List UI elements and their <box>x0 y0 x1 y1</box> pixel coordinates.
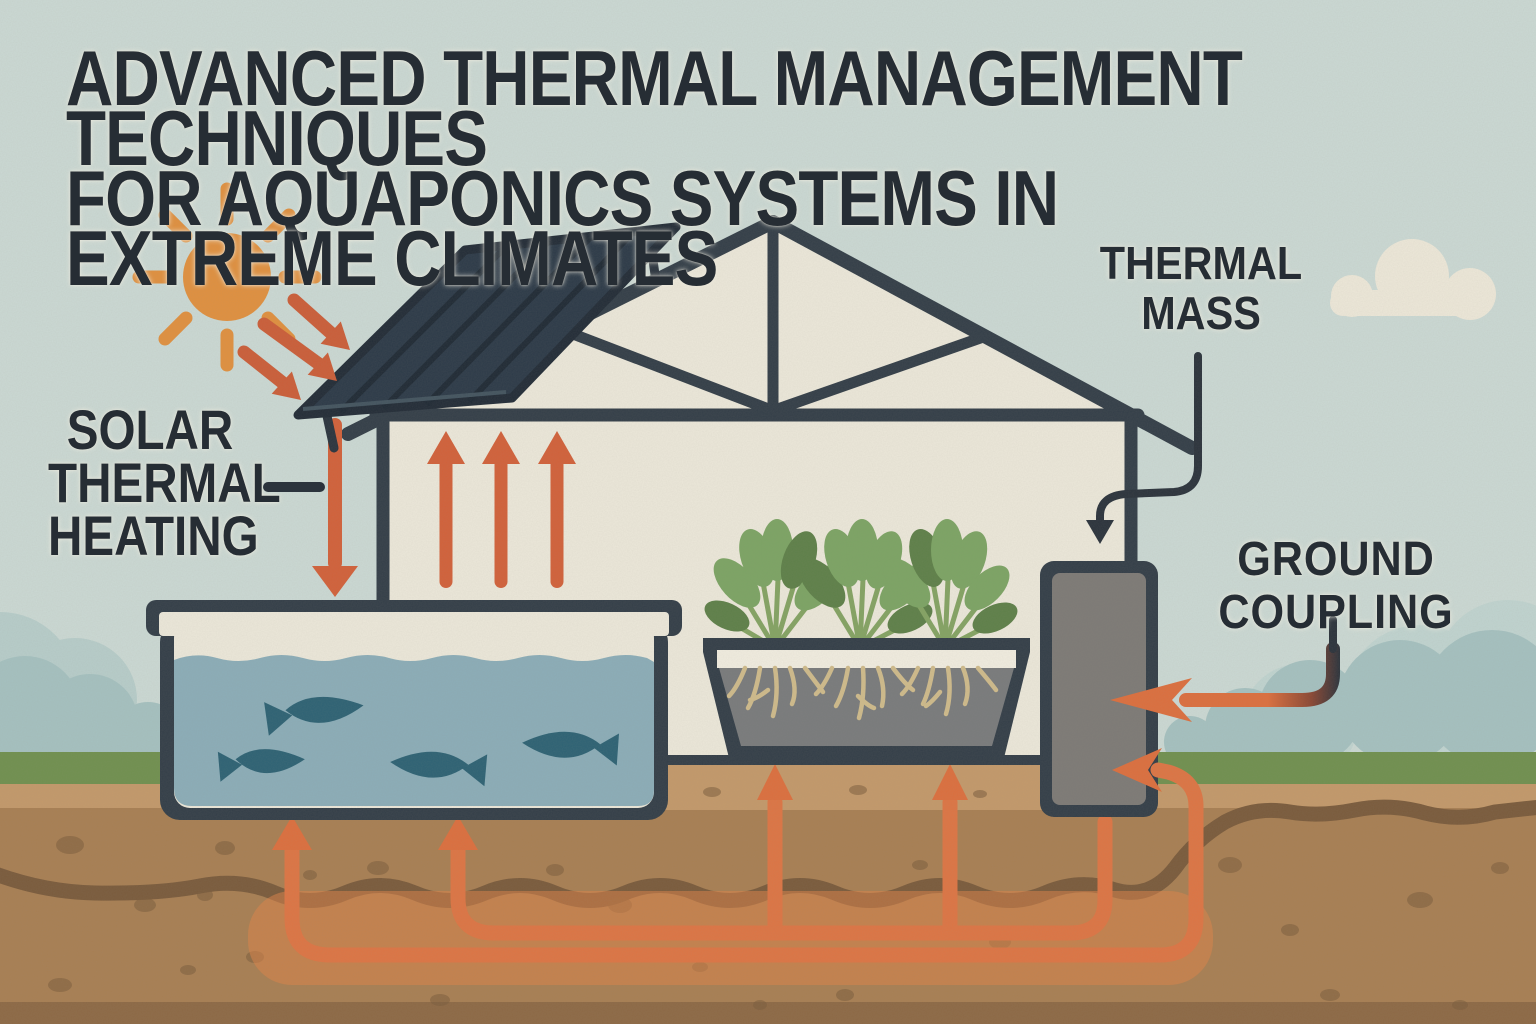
title-line-1: ADVANCED THERMAL MANAGEMENT TECHNIQUES <box>66 34 1243 182</box>
label-dash-connector <box>263 482 325 492</box>
title-line-2: FOR AQUAPONICS SYSTEMS IN EXTREME CLIMAT… <box>66 154 1059 302</box>
